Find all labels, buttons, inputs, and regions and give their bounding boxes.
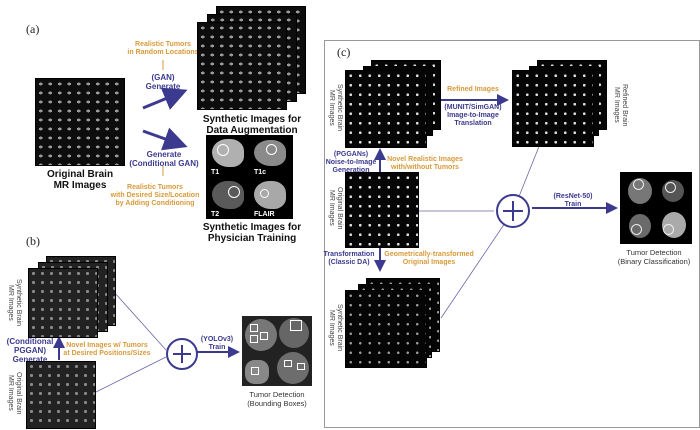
train-step-c: (ResNet-50) Train <box>553 193 593 208</box>
tumor-circle <box>665 182 676 193</box>
synthetic-grid-b <box>28 268 98 338</box>
synthetic-augmentation-caption: Synthetic Images for Data Augmentation <box>202 114 302 136</box>
modality-t2: T2 <box>211 211 220 218</box>
tumor-circle <box>260 189 269 198</box>
modality-panel: T1 T1c T2 FLAIR <box>206 135 293 219</box>
tumor-circle <box>631 224 642 235</box>
tumor-circle <box>266 144 277 155</box>
original-caption-a: Original Brain MR Images <box>46 169 114 191</box>
modality-t1c: T1c <box>254 169 267 176</box>
panel-c-label: (c) <box>337 45 351 59</box>
tumor-circle <box>217 144 229 156</box>
train-step-b: (YOLOv3) Train <box>200 336 234 351</box>
refined-note: Refined Images <box>447 86 499 93</box>
translation-step: (MUNIT/SimGAN) Image-to-Image Translatio… <box>444 104 502 127</box>
synthetic-augmentation-grid <box>197 22 287 110</box>
bounding-box <box>297 363 305 370</box>
cgan-note: Realistic Tumors with Desired Size/Locat… <box>110 184 200 207</box>
bounding-box <box>251 367 259 375</box>
physician-caption: Synthetic Images for Physician Training <box>202 222 302 244</box>
refined-label-c: Refined Brain MR Images <box>613 83 628 127</box>
original-label-b: Original Brain MR Images <box>7 371 22 415</box>
synthetic-grid-c <box>345 70 427 148</box>
transform-note: Geometrically-transformed Original Image… <box>384 251 474 266</box>
pggan-step: (PGGANs) Noise-to-Image Generation <box>325 151 377 174</box>
bounding-box <box>290 320 302 331</box>
synthetic-label-b: Synthetic Brain MR Images <box>7 279 22 327</box>
novel-note-b: Novel Images w/ Tumors at Desired Positi… <box>63 342 151 357</box>
tumor-circle <box>633 179 644 190</box>
original-grid-c <box>345 172 419 248</box>
gan-note: Realistic Tumors in Random Locations <box>127 41 199 56</box>
bounding-box <box>250 324 258 332</box>
result-caption-c: Tumor Detection (Binary Classification) <box>617 248 691 266</box>
bounding-box <box>250 335 258 343</box>
original-label-c: Original Brain MR Images <box>328 186 343 230</box>
modality-flair: FLAIR <box>254 211 275 218</box>
original-mr-grid-a <box>35 78 125 166</box>
tumor-circle <box>663 224 674 235</box>
modality-t1: T1 <box>211 169 220 176</box>
detection-result-c <box>620 172 692 244</box>
synthetic2-grid-c <box>345 290 427 368</box>
refined-grid-c <box>512 70 594 147</box>
gan-step: (GAN) Generate <box>145 73 181 91</box>
generate-step-b: (Conditional PGGAN) Generate <box>6 337 54 364</box>
bounding-box <box>284 360 292 367</box>
arrow-gan <box>142 87 188 110</box>
original-grid-b <box>26 361 96 429</box>
transform-step: Transformation (Classic DA) <box>323 251 375 266</box>
combine-icon-b <box>166 338 198 370</box>
panel-a-label: (a) <box>26 22 40 36</box>
combine-icon-c <box>496 194 530 228</box>
cgan-step: Generate (Conditional GAN) <box>129 150 199 168</box>
tumor-circle <box>228 186 240 198</box>
result-caption-b: Tumor Detection (Bounding Boxes) <box>247 390 307 408</box>
bounding-box <box>260 332 268 340</box>
synthetic2-label-c: Synthetic Brain MR Images <box>328 304 343 352</box>
panel-b-label: (b) <box>26 234 40 248</box>
detection-result-b <box>242 316 312 386</box>
synthetic-label-c: Synthetic Brain MR Images <box>328 84 343 132</box>
arrow-cgan <box>142 127 188 151</box>
novel-note-c: Novel Realistic Images with/without Tumo… <box>387 156 463 171</box>
